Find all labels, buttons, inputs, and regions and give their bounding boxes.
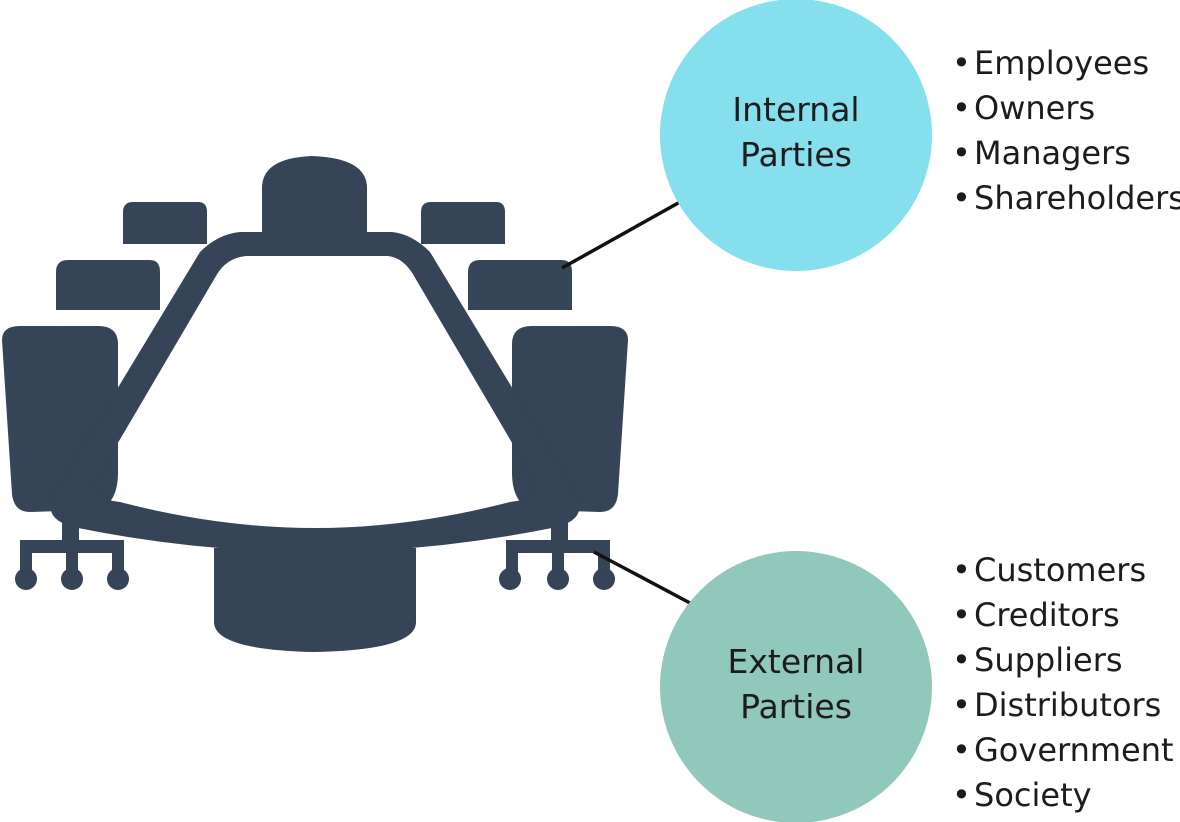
list-item: •Owners	[952, 89, 1096, 127]
external-parties-label-line2: Parties	[740, 687, 852, 726]
list-item: •Society	[952, 776, 1092, 814]
external-parties-circle	[660, 551, 932, 822]
list-item: •Managers	[952, 134, 1131, 172]
external-connector-line	[593, 550, 691, 605]
internal-connector-line	[561, 200, 681, 270]
external-parties-label-line1: External	[728, 642, 865, 681]
list-item: •Government	[952, 731, 1174, 769]
external-parties-list: •Customers •Creditors •Suppliers •Distri…	[952, 548, 1174, 818]
list-item: •Shareholders	[952, 179, 1180, 217]
list-item: •Employees	[952, 44, 1150, 82]
internal-parties-list: •Employees •Owners •Managers •Shareholde…	[952, 41, 1180, 221]
internal-parties-label-line1: Internal	[732, 90, 859, 129]
internal-parties-circle	[660, 0, 932, 271]
meeting-table-icon	[2, 156, 628, 652]
list-item: •Suppliers	[952, 641, 1123, 679]
list-item: •Customers	[952, 551, 1147, 589]
list-item: •Creditors	[952, 596, 1120, 634]
list-item: •Distributors	[952, 686, 1162, 724]
internal-parties-label-line2: Parties	[740, 135, 852, 174]
